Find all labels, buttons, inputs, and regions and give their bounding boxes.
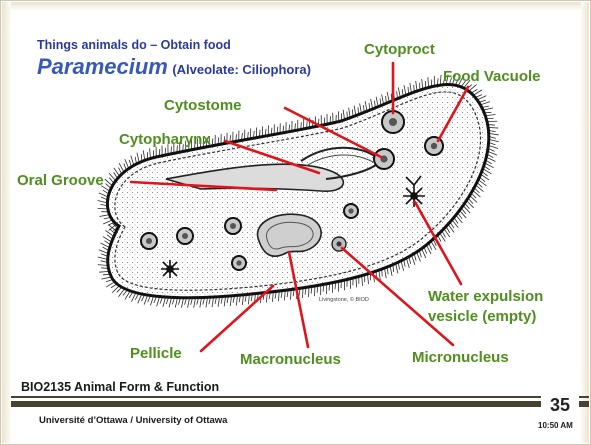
cilium: [398, 87, 400, 97]
footer-rule-thin: [11, 396, 589, 398]
cilium: [428, 77, 429, 87]
cilium: [98, 257, 108, 259]
cilium: [367, 274, 368, 284]
slide-number: 35: [541, 394, 579, 416]
cilium: [390, 266, 392, 276]
footer-rule-thick: [11, 401, 577, 407]
label-cytoproct: Cytoproct: [364, 42, 435, 59]
cilium: [410, 83, 412, 93]
label-food-vacuole: Food Vacuole: [443, 69, 541, 86]
label-oral-groove: Oral Groove: [17, 173, 104, 190]
course-title: BIO2135 Animal Form & Function: [21, 380, 219, 394]
slide-heading: Things animals do – Obtain food: [37, 39, 231, 53]
cilium: [406, 258, 409, 268]
slide-title: Paramecium (Alveolate: Ciliophora): [37, 56, 311, 78]
cilium: [404, 85, 406, 95]
paramecium-cell-body: [107, 85, 488, 298]
cilium: [412, 255, 415, 265]
label-water-expulsion-line1: Water expulsion: [428, 289, 543, 306]
footer-rule-cap: [579, 401, 589, 407]
contractile-vacuole-posterior: [161, 260, 179, 278]
title-organism: Paramecium: [37, 54, 168, 79]
image-credit: Livingstone, © BIOD: [319, 296, 369, 303]
label-micronucleus: Micronucleus: [412, 350, 509, 367]
cilium: [387, 92, 389, 102]
label-cytostome: Cytostome: [164, 98, 242, 115]
label-macronucleus: Macronucleus: [240, 352, 341, 369]
cilium: [385, 268, 387, 278]
title-classification: (Alveolate: Ciliophora): [172, 62, 311, 77]
label-water-expulsion-line2: vesicle (empty): [428, 309, 536, 326]
timestamp: 10:50 AM: [538, 421, 573, 430]
cilium: [99, 271, 109, 272]
label-pellicle: Pellicle: [130, 346, 182, 363]
university-name: Université d’Ottawa / University of Otta…: [39, 415, 227, 426]
cilium: [422, 79, 423, 89]
label-cytopharynx: Cytopharynx: [119, 132, 211, 149]
cilium: [396, 263, 398, 273]
cilium: [356, 277, 357, 287]
cilium: [401, 261, 404, 271]
